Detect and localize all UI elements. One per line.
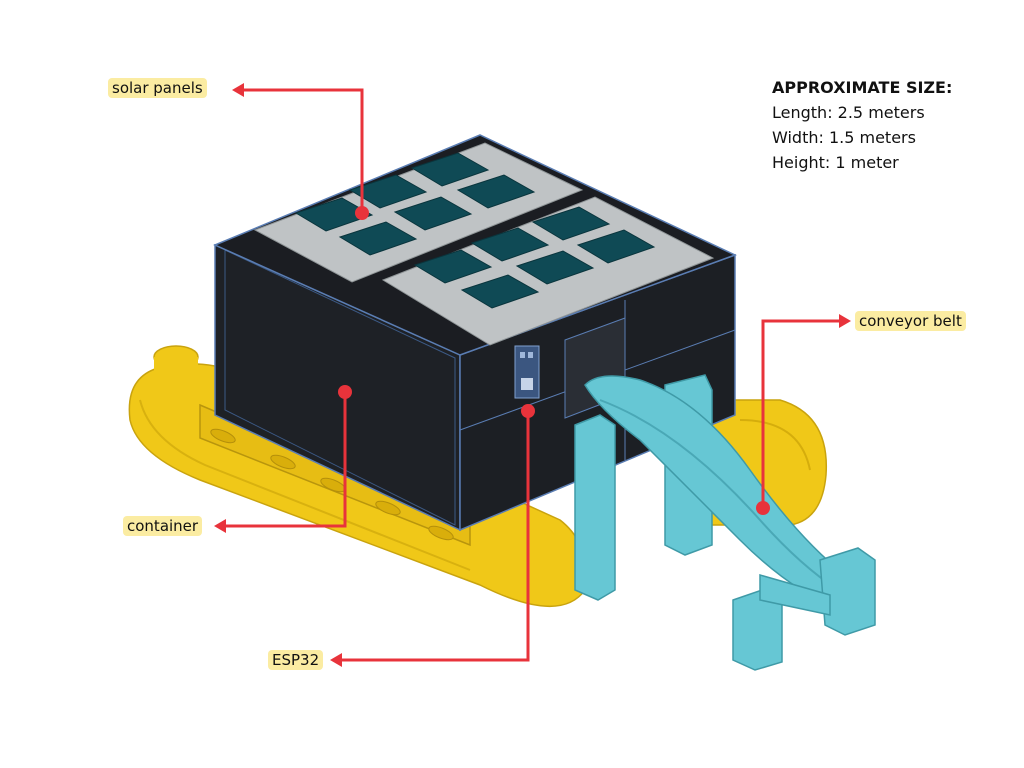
dot-marker-icon <box>355 206 369 220</box>
dot-marker-icon <box>756 501 770 515</box>
pointer-container <box>214 385 352 533</box>
size-title: APPROXIMATE SIZE: <box>772 78 953 97</box>
conveyor-assembly <box>574 374 876 671</box>
pointer-esp32 <box>330 404 535 667</box>
dot-marker-icon <box>521 404 535 418</box>
arrow-right-icon <box>839 314 851 328</box>
label-solar-panels: solar panels <box>108 78 207 98</box>
arrow-left-icon <box>232 83 244 97</box>
dot-marker-icon <box>338 385 352 399</box>
arrow-left-icon <box>214 519 226 533</box>
label-esp32: ESP32 <box>268 650 324 670</box>
label-container: container <box>123 516 203 536</box>
size-length: Length: 2.5 meters <box>772 103 925 122</box>
solar-panels-array <box>253 142 715 346</box>
size-width: Width: 1.5 meters <box>772 128 916 147</box>
size-info-box: APPROXIMATE SIZE: Length: 2.5 meters Wid… <box>772 76 952 175</box>
pointer-conveyor <box>756 314 851 515</box>
pointer-solar <box>232 83 369 220</box>
size-height: Height: 1 meter <box>772 153 899 172</box>
arrow-left-icon <box>330 653 342 667</box>
label-conveyor-belt: conveyor belt <box>855 311 966 331</box>
